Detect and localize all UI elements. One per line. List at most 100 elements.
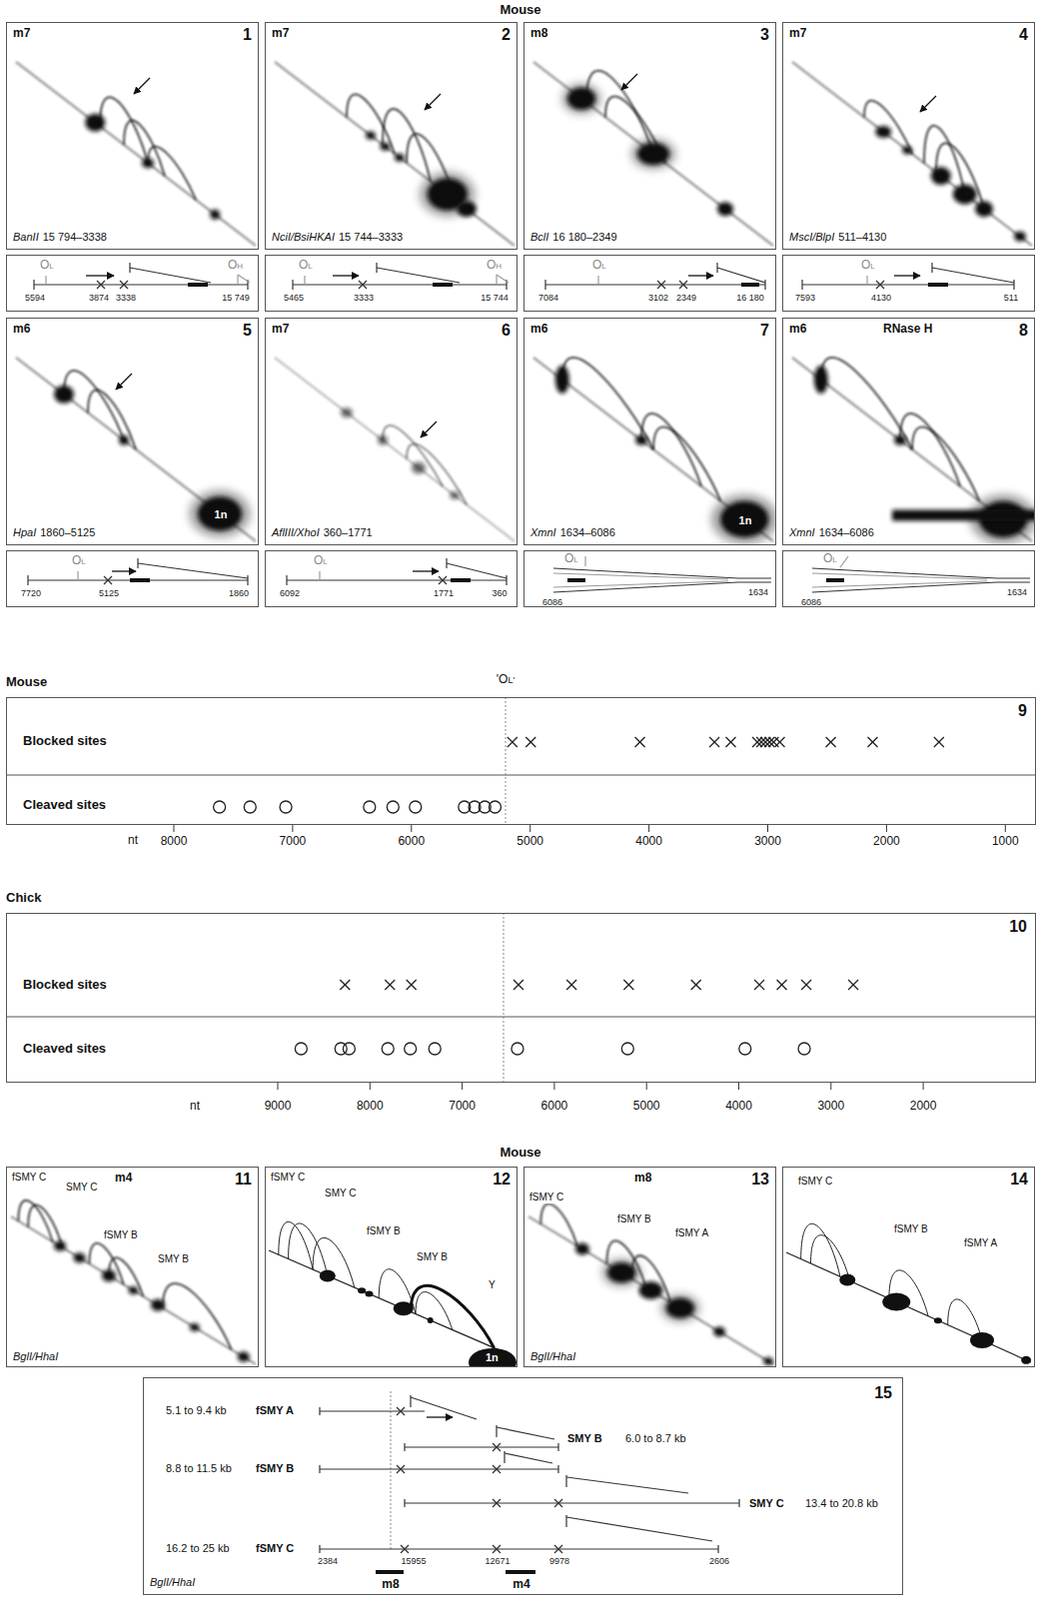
site-cross	[934, 737, 945, 748]
axis-label: 4000	[725, 1099, 753, 1114]
gel-spot	[875, 125, 892, 138]
probe-label: m6	[789, 322, 807, 337]
gel-spot	[607, 1262, 636, 1283]
size-range: 16.2 to 25 kb	[165, 1542, 230, 1556]
probe-label: m4	[512, 1578, 530, 1593]
gel-halo	[660, 1294, 700, 1323]
probe-label: m7	[271, 322, 289, 337]
gel-panel: m71BanII15 794–3338	[5, 21, 259, 250]
coordinate-range: 15 794–3338	[42, 230, 107, 244]
gel-spot	[84, 113, 105, 132]
origin-mark	[236, 274, 238, 285]
gel-spot	[953, 183, 978, 204]
branch-line	[566, 1477, 689, 1494]
site-cross	[400, 1545, 409, 1554]
cleavage-circle	[363, 801, 376, 814]
map-line	[33, 283, 248, 285]
branch-line	[410, 1397, 477, 1420]
gel-spot	[970, 1332, 995, 1349]
axis-tick	[1005, 825, 1007, 833]
site-cross	[339, 980, 350, 991]
gel-spot	[365, 131, 376, 140]
panel-number: 6	[501, 321, 511, 340]
map-schematic: OL60861634	[782, 550, 1036, 608]
site-cross	[775, 737, 786, 748]
site-cross	[96, 280, 105, 289]
site-cross	[438, 576, 447, 585]
enzyme-label: XmnI	[789, 526, 816, 540]
size-range: 5.1 to 9.4 kb	[165, 1404, 227, 1418]
map-tick	[285, 575, 287, 586]
gel-spot	[931, 166, 952, 185]
arc-label: fSMY B	[616, 1213, 653, 1226]
origin-mark	[237, 274, 250, 283]
nascent-strand	[812, 573, 988, 580]
arc-label: SMY B	[415, 1251, 449, 1264]
site-cross	[396, 1465, 405, 1474]
map-line	[27, 579, 248, 581]
y-arc	[540, 1203, 578, 1246]
panel-art	[553, 556, 772, 593]
map-tick	[403, 1443, 405, 1452]
gel-spot	[814, 365, 829, 394]
site-cross	[876, 280, 885, 289]
size-range: 13.4 to 20.8 kb	[805, 1497, 879, 1511]
axis-label: nt	[127, 834, 138, 849]
map-tick	[717, 1545, 719, 1554]
nascent-strand	[812, 581, 988, 588]
map-coordinate: 5125	[98, 588, 119, 599]
gel-spot	[197, 496, 242, 531]
site-cross	[507, 737, 518, 748]
axis-tick	[461, 1082, 463, 1090]
map-coordinate: 6086	[801, 597, 822, 608]
probe-label: m7	[789, 26, 807, 41]
site-cross	[775, 737, 786, 748]
gel-panel: m671nXmnI1634–6086	[523, 317, 777, 546]
map-coordinate: 3333	[353, 292, 374, 303]
spot-label: 1n	[739, 514, 753, 528]
strand	[812, 582, 998, 593]
direction-arrow	[412, 570, 439, 572]
axis-label: 8000	[356, 1099, 384, 1114]
y-arc	[801, 1223, 841, 1277]
origin-label: OL	[298, 258, 313, 273]
gel-spot	[637, 142, 670, 165]
cleavage-circle	[243, 801, 256, 814]
enzyme-label: BclI	[530, 230, 549, 244]
axis-tick	[291, 825, 293, 833]
map-line	[292, 283, 507, 285]
origin-mark	[597, 275, 599, 285]
branch-line	[446, 563, 507, 579]
probe-bar	[450, 578, 471, 583]
site-track: 9Blocked sitesCleaved sites	[5, 697, 1037, 826]
coordinate-range: 360–1771	[323, 526, 373, 540]
map-coordinate: 2384	[317, 1556, 338, 1567]
arc-label: fSMY C	[528, 1191, 565, 1204]
panel-number: 12	[492, 1170, 511, 1189]
site-cross	[119, 280, 128, 289]
cleavage-circle	[294, 1042, 307, 1055]
gel-spot	[934, 1317, 943, 1324]
cleavage-circle	[798, 1042, 811, 1055]
map-coordinate: 5594	[24, 292, 45, 303]
diagonal-arc	[268, 1250, 514, 1357]
map-schematic: OLOH55943874333815 749	[5, 254, 259, 312]
probe-label: m8	[381, 1578, 399, 1593]
site-cross	[679, 280, 688, 289]
nascent-strand	[553, 573, 729, 580]
origin-mark	[840, 556, 849, 568]
probe-bar	[741, 282, 760, 287]
map-coordinate: 12671	[484, 1556, 510, 1567]
map-coordinate: 3338	[115, 292, 136, 303]
site-cross	[492, 1465, 501, 1474]
size-range: 8.8 to 11.5 kb	[165, 1462, 232, 1476]
panel-art	[292, 262, 509, 290]
y-arc	[912, 426, 980, 501]
map-coordinate: 7084	[538, 292, 559, 303]
fragment-label: fSMY B	[255, 1462, 294, 1476]
y-arc	[811, 1235, 851, 1282]
gel-spot	[763, 1357, 774, 1366]
arc-label: SMY C	[64, 1181, 99, 1194]
gel-spot	[639, 1281, 664, 1300]
branch-line	[137, 563, 248, 579]
